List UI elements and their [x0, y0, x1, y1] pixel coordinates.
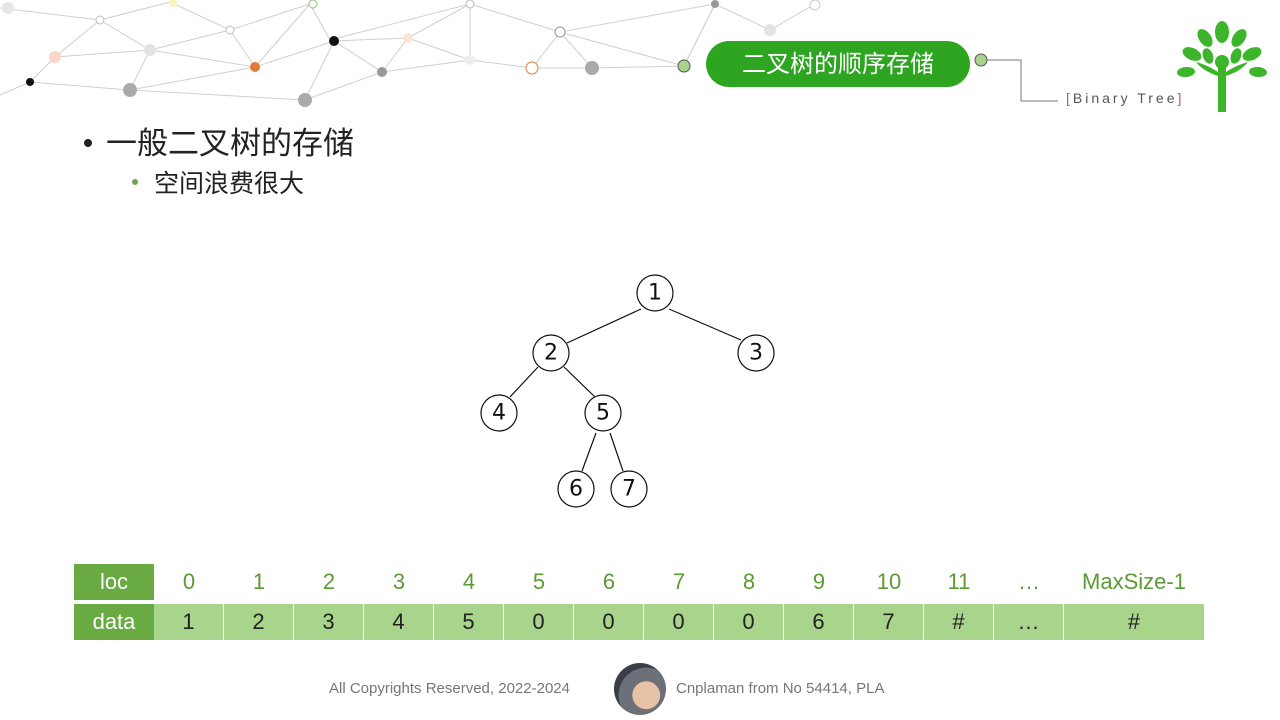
sub-bullet-dot: [132, 179, 138, 185]
data-cell: 2: [224, 604, 294, 640]
tree-node-label: 1: [648, 281, 662, 306]
bullet-text: 一般二叉树的存储: [106, 126, 354, 162]
data-row: data 1 2 3 4 5 0 0 0 0 6 7 # … #: [74, 604, 1204, 640]
edge-1-3: [668, 308, 742, 341]
tree-node-1: [636, 274, 674, 312]
tree-node-6: [557, 470, 595, 508]
brand-label: [Binary Tree]: [1066, 90, 1184, 106]
data-header: data: [74, 604, 154, 640]
tree-logo-icon: [1177, 21, 1267, 112]
tree-node-4: [480, 394, 518, 432]
tree-node-label: 5: [596, 401, 610, 426]
binary-tree-diagram: 1 2 3 4 5 6 7: [480, 274, 775, 508]
loc-cell: MaxSize-1: [1082, 569, 1186, 594]
footer-author: Cnplaman from No 54414, PLA: [676, 680, 885, 697]
brand-bracket-close: ]: [1177, 90, 1185, 106]
bullet-dot: [84, 138, 92, 147]
loc-cell: 2: [322, 569, 336, 594]
edge-1-2: [566, 308, 642, 344]
edge-2-4: [509, 366, 539, 398]
edge-5-7: [609, 432, 624, 472]
slide-title: 二叉树的顺序存储: [706, 41, 970, 87]
data-cell: 4: [364, 604, 434, 640]
loc-cell: 11: [947, 569, 971, 594]
tree-node-3: [737, 334, 775, 372]
tree-node-2: [532, 334, 570, 372]
footer-copyright: All Copyrights Reserved, 2022-2024: [329, 680, 570, 697]
loc-cell: 5: [532, 569, 546, 594]
loc-cell: 4: [462, 569, 476, 594]
tree-node-label: 7: [622, 477, 636, 502]
data-cell: 1: [154, 604, 224, 640]
data-cell: 0: [644, 604, 714, 640]
loc-cell: 6: [602, 569, 616, 594]
data-cell: 3: [294, 604, 364, 640]
data-cell: 5: [434, 604, 504, 640]
tree-node-label: 4: [492, 401, 506, 426]
bullet-general-storage: 一般二叉树的存储: [84, 118, 354, 163]
data-cell: #: [924, 604, 994, 640]
network-decoration: [0, 0, 821, 107]
data-cell: 6: [784, 604, 854, 640]
tree-node-5: [584, 394, 622, 432]
sub-bullet-text: 空间浪费很大: [154, 169, 305, 198]
loc-cell: …: [1018, 569, 1040, 594]
loc-cell: 8: [742, 569, 756, 594]
loc-cell: 10: [876, 569, 902, 594]
author-avatar: [614, 663, 666, 715]
tree-node-7: [610, 470, 648, 508]
loc-row: loc 0 1 2 3 4 5 6 7 8 9 10 11 … MaxSize-…: [74, 564, 1204, 600]
title-connector: [974, 53, 1058, 102]
brand-text: Binary Tree: [1072, 90, 1178, 106]
data-cell: 7: [854, 604, 924, 640]
loc-header: loc: [74, 564, 154, 600]
loc-cell: 9: [812, 569, 826, 594]
bullet-space-waste: 空间浪费很大: [132, 164, 304, 200]
loc-cell: 7: [672, 569, 686, 594]
tree-node-label: 3: [749, 341, 763, 366]
data-cell: 0: [574, 604, 644, 640]
loc-cell: 1: [252, 569, 266, 594]
data-cell: …: [994, 604, 1064, 640]
edge-5-6: [581, 432, 597, 472]
loc-cell: 0: [182, 569, 196, 594]
edge-2-5: [563, 366, 596, 398]
tree-node-label: 2: [544, 341, 558, 366]
tree-node-label: 6: [569, 477, 583, 502]
data-cell: 0: [504, 604, 574, 640]
data-cell: #: [1064, 604, 1204, 640]
data-cell: 0: [714, 604, 784, 640]
brand-bracket-open: [: [1066, 90, 1073, 106]
loc-cell: 3: [392, 569, 406, 594]
